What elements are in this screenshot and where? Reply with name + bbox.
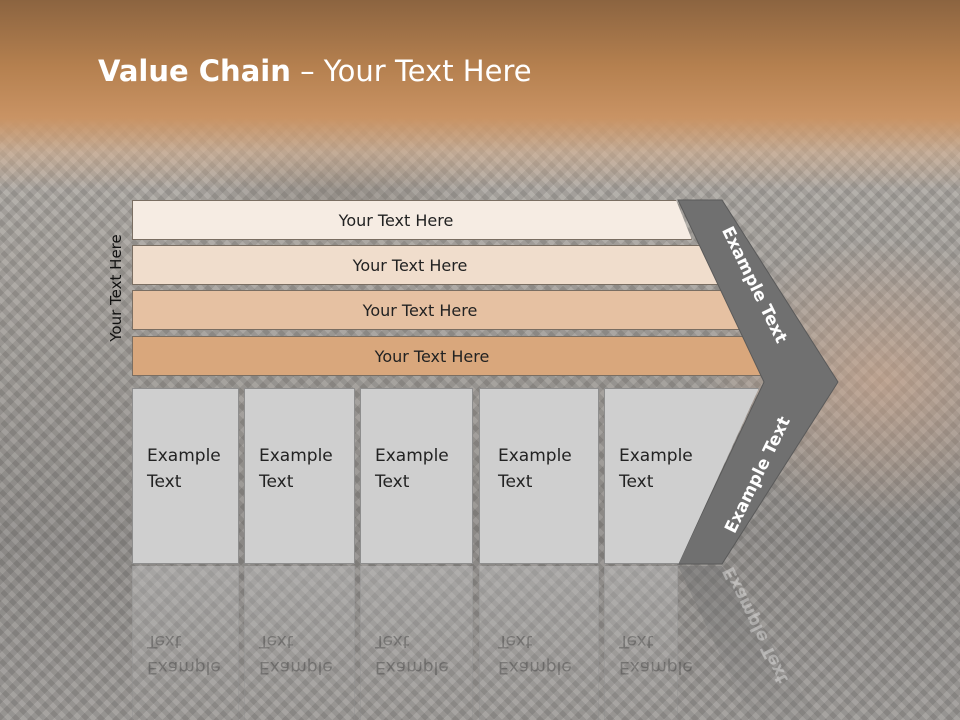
- box-line2: Text: [375, 472, 410, 492]
- value-bar-3: Your Text Here: [132, 290, 740, 330]
- value-bar-label: Your Text Here: [352, 255, 468, 275]
- value-bar-label: Your Text Here: [362, 300, 478, 320]
- activity-box-2: Example Text: [244, 388, 355, 564]
- box-line2: Text: [619, 472, 654, 492]
- value-bar-4: Your Text Here: [132, 336, 764, 376]
- box-line2: Text: [147, 472, 182, 492]
- activity-box-3: Example Text: [360, 388, 473, 564]
- box-line2: Text: [259, 472, 294, 492]
- activity-box-1: Example Text: [132, 388, 239, 564]
- box-line2: Text: [498, 472, 533, 492]
- box-line1: Example: [147, 446, 221, 466]
- title-rest: – Your Text Here: [290, 54, 532, 88]
- chevron-shape: [677, 199, 839, 565]
- header-band: [0, 0, 960, 190]
- title-bold: Value Chain: [98, 54, 291, 88]
- value-bar-label: Your Text Here: [374, 346, 490, 366]
- value-bar-label: Your Text Here: [338, 210, 454, 230]
- value-bar-2: Your Text Here: [132, 245, 720, 285]
- slide-title: Value Chain – Your Text Here: [98, 54, 532, 88]
- box-line1: Example: [375, 446, 449, 466]
- activity-box-4: Example Text: [479, 388, 599, 564]
- box-line1: Example: [259, 446, 333, 466]
- box-line1: Example: [619, 446, 693, 466]
- box-line1: Example: [498, 446, 572, 466]
- value-bar-1: Your Text Here: [132, 200, 692, 240]
- chevron-reflection: [678, 566, 821, 720]
